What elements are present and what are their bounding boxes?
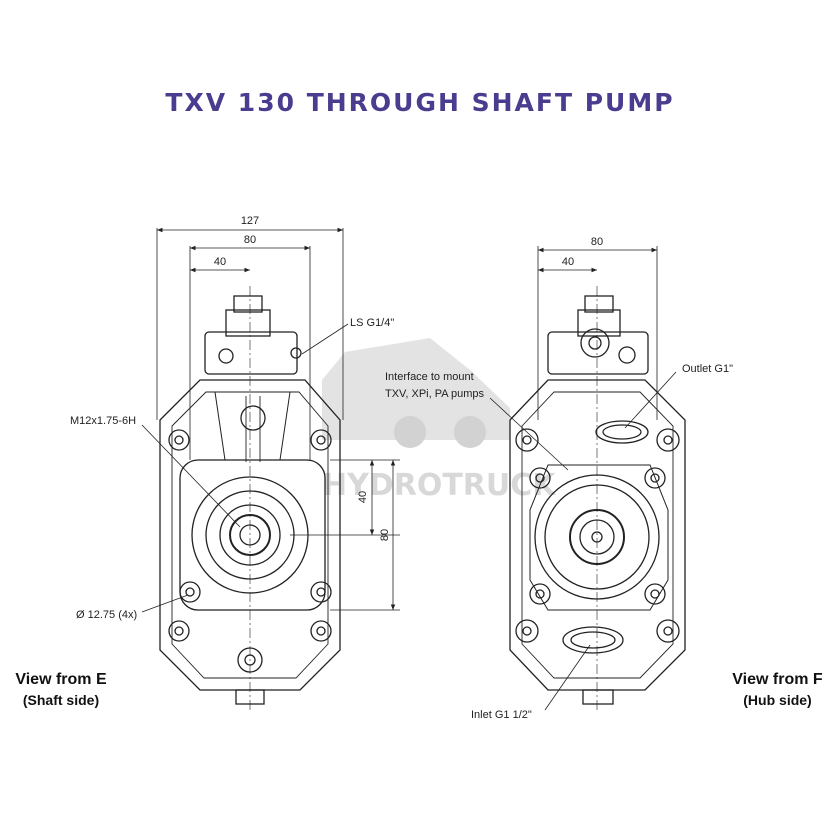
dim-vertical-80: 80 — [379, 529, 391, 541]
dim-right-80: 80 — [591, 236, 603, 248]
right-view-caption: View from F (Hub side) — [720, 670, 835, 710]
label-inlet: Inlet G1 1/2" — [471, 709, 532, 721]
dim-vertical-40: 40 — [357, 491, 369, 503]
left-view-drawing — [159, 286, 341, 710]
left-view-dimensions — [141, 227, 400, 613]
dim-right-40: 40 — [562, 256, 574, 268]
label-interface-line2: TXV, XPi, PA pumps — [385, 388, 485, 400]
label-interface-line1: Interface to mount — [385, 371, 474, 383]
label-holes: Ø 12.75 (4x) — [76, 609, 137, 621]
left-view-caption-line2: (Shaft side) — [22, 692, 100, 708]
label-ls-port: LS G1/4" — [350, 317, 394, 329]
dim-overall-width: 127 — [241, 215, 259, 227]
label-outlet: Outlet G1" — [682, 363, 733, 375]
dim-left-40: 40 — [214, 256, 226, 268]
dim-left-80: 80 — [244, 234, 256, 246]
right-view-drawing — [509, 286, 686, 710]
label-thread: M12x1.75-6H — [70, 415, 136, 427]
right-view-dimensions — [489, 246, 677, 711]
watermark-text: HYDROTRUCK — [322, 468, 557, 503]
left-view-caption-line1: View from E — [15, 671, 107, 688]
right-view-caption-line2: (Hub side) — [743, 692, 812, 708]
left-view-caption: View from E (Shaft side) — [6, 670, 116, 710]
page-title: TXV 130 THROUGH SHAFT PUMP — [165, 88, 675, 117]
right-view-caption-line1: View from F — [732, 671, 823, 688]
watermark-logo: HYDROTRUCK — [322, 338, 557, 503]
